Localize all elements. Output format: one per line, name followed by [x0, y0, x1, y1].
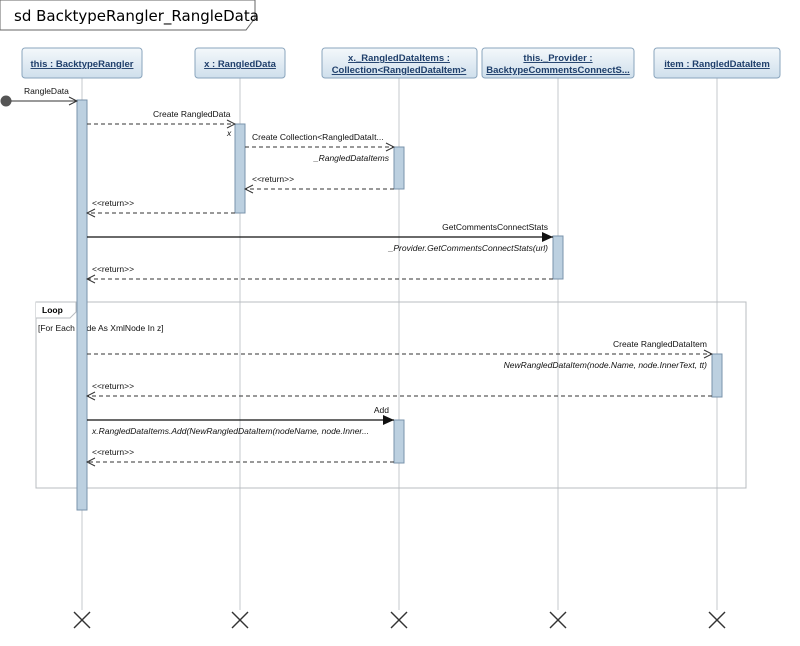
lifeline-head-label: x._RangledDataItems : — [348, 53, 450, 64]
message-return-4[interactable]: <<return>> — [87, 381, 712, 396]
message-label: Add — [374, 405, 389, 415]
destroy-marker-this — [73, 611, 91, 629]
lifeline-head-label: this._Provider : — [523, 53, 592, 64]
lifeline-head-items[interactable]: x._RangledDataItems : Collection<Rangled… — [321, 47, 478, 79]
message-label: _Provider.GetCommentsConnectStats(url) — [388, 243, 549, 253]
activation-provider — [552, 235, 564, 280]
message-label: <<return>> — [92, 447, 134, 457]
message-return-2[interactable]: <<return>> — [87, 198, 235, 213]
destroy-marker-item — [708, 611, 726, 629]
lifeline-head-label: this : BacktypeRangler — [31, 59, 134, 70]
message-label: RangleData — [24, 86, 69, 96]
activation-item — [711, 353, 723, 398]
lifeline-head-label: item : RangledDataItem — [664, 59, 770, 70]
lifeline-head-label: x : RangledData — [204, 59, 277, 70]
destroy-marker-x — [231, 611, 249, 629]
message-create-collection[interactable]: Create Collection<RangledDataIt... _Rang… — [245, 132, 394, 163]
frame-tab: sd BacktypeRangler_RangleData — [0, 0, 259, 31]
message-label: GetCommentsConnectStats — [442, 222, 548, 232]
lifeline-head-x[interactable]: x : RangledData — [194, 47, 286, 79]
activation-items-add — [393, 419, 405, 464]
destroy-marker-items — [390, 611, 408, 629]
activation-x — [234, 123, 246, 214]
creation-marker: x — [226, 128, 232, 138]
message-get-comments-connect-stats[interactable]: GetCommentsConnectStats _Provider.GetCom… — [87, 222, 553, 253]
lifeline-head-this[interactable]: this : BacktypeRangler — [21, 47, 143, 79]
loop-fragment: Loop [For Each node As XmlNode In z] — [35, 301, 747, 489]
loop-guard: [For Each node As XmlNode In z] — [38, 323, 164, 333]
message-label: <<return>> — [92, 264, 134, 274]
lifeline-head-label: BacktypeCommentsConnectS... — [486, 65, 630, 76]
message-label: x.RangledDataItems.Add(NewRangledDataIte… — [91, 426, 369, 436]
message-create-rangled-data-item[interactable]: Create RangledDataItem NewRangledDataIte… — [87, 339, 712, 370]
message-return-1[interactable]: <<return>> — [245, 174, 394, 189]
message-label: _RangledDataItems — [313, 153, 390, 163]
destroy-marker-provider — [549, 611, 567, 629]
message-add[interactable]: Add x.RangledDataItems.Add(NewRangledDat… — [87, 405, 394, 436]
message-label: <<return>> — [92, 381, 134, 391]
message-label: Create Collection<RangledDataIt... — [252, 132, 384, 142]
lifeline-head-provider[interactable]: this._Provider : BacktypeCommentsConnect… — [481, 47, 635, 79]
lifeline-head-label: Collection<RangledDataItem> — [332, 65, 467, 76]
lifeline-head-item[interactable]: item : RangledDataItem — [653, 47, 781, 79]
loop-label: Loop — [42, 305, 63, 315]
message-return-3[interactable]: <<return>> — [87, 264, 553, 279]
message-label: NewRangledDataItem(node.Name, node.Inner… — [504, 360, 707, 370]
activation-this — [76, 99, 88, 511]
message-label: Create RangledDataItem — [613, 339, 707, 349]
message-create-rangled-data[interactable]: Create RangledData x — [87, 109, 235, 138]
found-message-rangle-data[interactable]: RangleData — [0, 86, 78, 107]
message-label: <<return>> — [252, 174, 294, 184]
message-label: <<return>> — [92, 198, 134, 208]
message-return-5[interactable]: <<return>> — [87, 447, 394, 462]
message-label: Create RangledData — [153, 109, 231, 119]
frame-title: sd BacktypeRangler_RangleData — [14, 7, 259, 26]
activation-items — [393, 146, 405, 190]
